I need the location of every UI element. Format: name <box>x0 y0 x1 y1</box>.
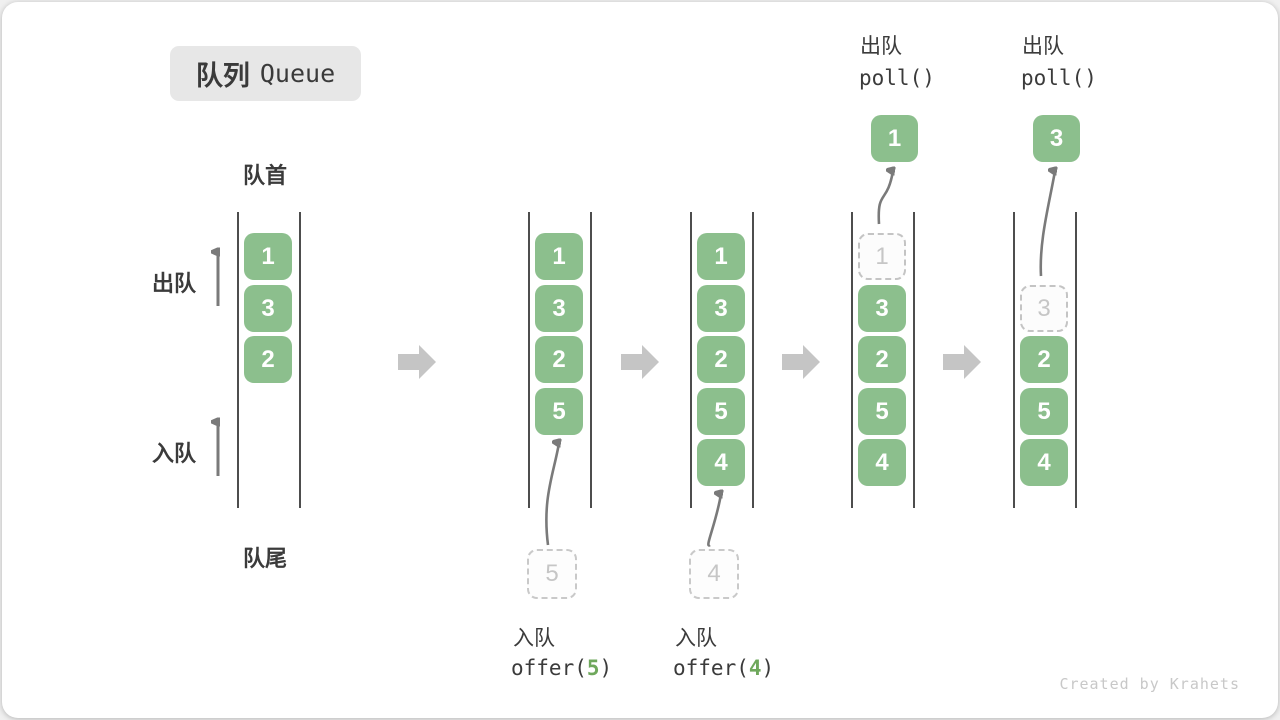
label-queue-front: 队首 <box>243 163 288 188</box>
title-chinese: 队列 <box>195 61 250 91</box>
enqueue-code: offer(5) <box>511 656 612 680</box>
queue-element: 1 <box>697 233 745 280</box>
queue-element: 5 <box>535 388 583 435</box>
arrow <box>545 443 559 546</box>
arrow <box>1039 171 1055 277</box>
queue-element: 2 <box>535 336 583 383</box>
queue-element: 5 <box>1020 388 1068 435</box>
title-english: Queue <box>259 59 336 88</box>
queue-element: 5 <box>697 388 745 435</box>
queue-channel-line <box>1075 212 1077 508</box>
dequeue-code: poll() <box>1021 66 1097 90</box>
queue-channel-line <box>913 212 915 508</box>
queue-element: 3 <box>244 285 292 332</box>
queue-element: 4 <box>1020 439 1068 486</box>
queue-channel-line <box>299 212 301 508</box>
enqueue-label: 入队 <box>675 627 717 650</box>
label-dequeue-side: 出队 <box>152 271 197 296</box>
queue-element: 5 <box>858 388 906 435</box>
queue-channel-line <box>851 212 853 508</box>
queue-channel-line <box>590 212 592 508</box>
queue-element: 4 <box>858 439 906 486</box>
queue-element: 3 <box>858 285 906 332</box>
next-state-arrow <box>782 345 820 379</box>
enqueue-code: offer(4) <box>673 656 774 680</box>
queue-element: 2 <box>244 336 292 383</box>
queue-element: 2 <box>697 336 745 383</box>
queue-element: 2 <box>858 336 906 383</box>
queue-element: 3 <box>535 285 583 332</box>
dequeue-label: 出队 <box>1022 35 1064 58</box>
watermark: Created by Krahets <box>1059 675 1240 693</box>
queue-slot-ghost: 1 <box>858 233 906 280</box>
enqueue-code-part: offer( <box>511 656 587 680</box>
label-enqueue-side: 入队 <box>152 441 197 466</box>
arrow <box>707 494 721 547</box>
enqueue-code-part: ) <box>599 656 613 680</box>
enqueue-code-part: 5 <box>586 656 600 680</box>
next-state-arrow <box>398 345 436 379</box>
next-state-arrow <box>621 345 659 379</box>
queue-element: 4 <box>697 439 745 486</box>
dequeue-code: poll() <box>859 66 935 90</box>
queue-channel-line <box>528 212 530 508</box>
queue-element: 1 <box>535 233 583 280</box>
queue-element: 1 <box>244 233 292 280</box>
diagram-title: 队列 Queue <box>170 46 361 101</box>
enqueue-label: 入队 <box>513 627 555 650</box>
incoming-element-box: 4 <box>689 549 739 599</box>
queue-channel-line <box>237 212 239 508</box>
enqueue-code-part: 4 <box>748 656 762 680</box>
dequeued-element: 3 <box>1033 115 1080 162</box>
enqueue-code-part: ) <box>761 656 775 680</box>
queue-channel-line <box>690 212 692 508</box>
queue-slot-ghost: 3 <box>1020 285 1068 332</box>
arrow <box>877 171 893 225</box>
queue-element: 3 <box>697 285 745 332</box>
incoming-element-box: 5 <box>527 549 577 599</box>
enqueue-code-part: offer( <box>673 656 749 680</box>
queue-element: 2 <box>1020 336 1068 383</box>
next-state-arrow <box>943 345 981 379</box>
label-queue-rear: 队尾 <box>243 546 288 571</box>
queue-channel-line <box>1013 212 1015 508</box>
dequeued-element: 1 <box>871 115 918 162</box>
dequeue-label: 出队 <box>860 35 902 58</box>
queue-channel-line <box>752 212 754 508</box>
